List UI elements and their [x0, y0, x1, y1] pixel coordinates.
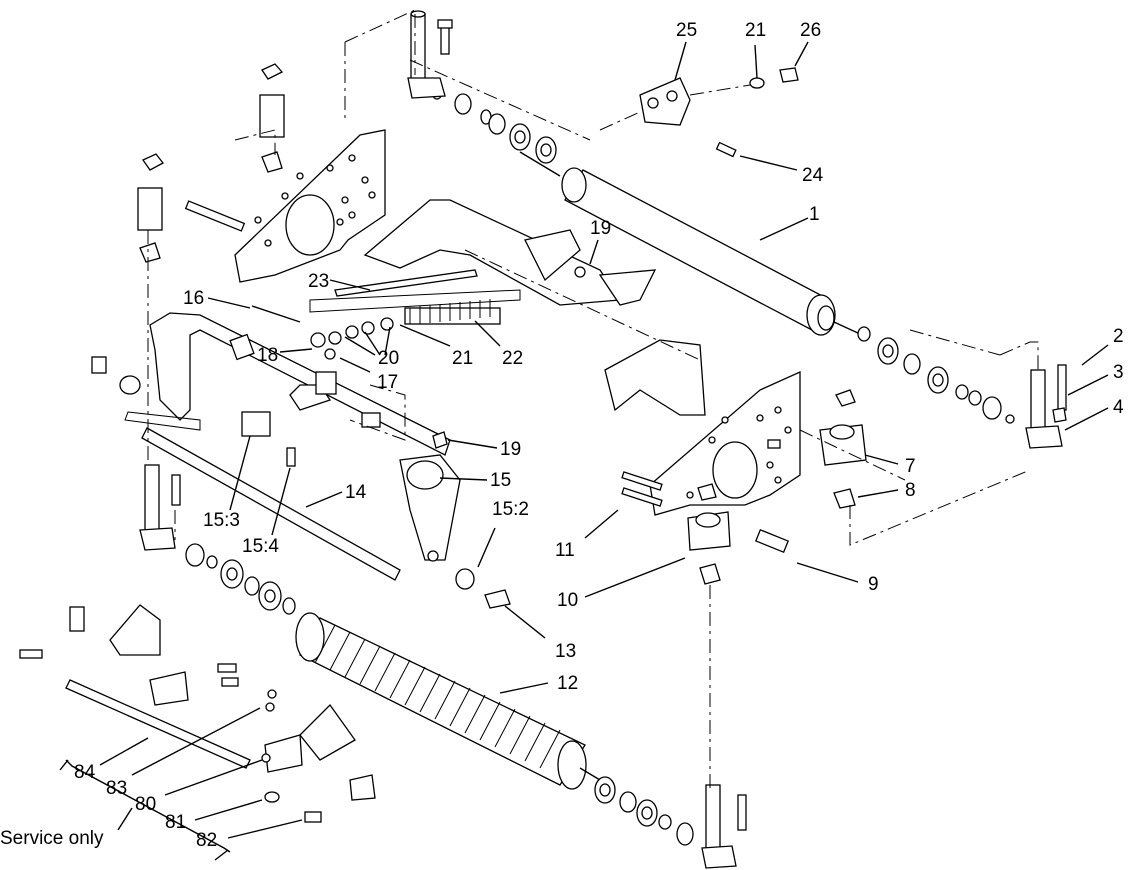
label-22: 22: [502, 348, 523, 369]
service-only-note: Service only: [0, 828, 104, 849]
label-14: 14: [345, 482, 367, 503]
front-roller-right-bearings: [857, 326, 1015, 424]
right-pivot-post: [1025, 364, 1067, 449]
label-12: 12: [557, 673, 578, 694]
shaft-14: [124, 411, 401, 581]
label-16: 16: [183, 288, 204, 309]
service-kit: [19, 604, 376, 823]
label-21-top: 21: [745, 20, 766, 41]
upper-frame: [363, 199, 657, 306]
lower-small-parts: [286, 431, 511, 609]
label-83: 83: [106, 778, 127, 799]
label-19-top: 19: [590, 218, 611, 239]
alignment-lines: [147, 9, 1039, 790]
rear-roller: [295, 612, 601, 790]
label-8: 8: [905, 480, 916, 501]
shaft-23: [309, 269, 521, 313]
label-2: 2: [1113, 326, 1124, 347]
label-15-3: 15:3: [203, 510, 240, 531]
spring-22: [404, 299, 501, 325]
left-lower-pivot-post: [139, 464, 181, 551]
label-19-mid: 19: [500, 439, 521, 460]
label-80: 80: [135, 794, 156, 815]
label-15-4: 15:4: [242, 536, 279, 557]
label-26: 26: [800, 20, 821, 41]
label-4: 4: [1113, 397, 1124, 418]
rear-roller-right-bearings: [594, 776, 694, 846]
upper-left-clamp: [137, 63, 285, 263]
right-side-plate: [649, 370, 801, 516]
front-roller: [519, 151, 861, 336]
label-25: 25: [676, 20, 697, 41]
bracket-25: [639, 67, 799, 158]
label-18: 18: [257, 345, 278, 366]
label-10: 10: [557, 590, 578, 611]
label-3: 3: [1113, 362, 1124, 383]
label-81: 81: [165, 812, 186, 833]
label-1: 1: [809, 204, 820, 225]
right-clamps: [621, 389, 867, 585]
label-15-2: 15:2: [492, 499, 529, 520]
left-side-plate: [234, 129, 386, 283]
label-24: 24: [802, 165, 824, 186]
bottom-right-pivot-post: [701, 784, 747, 869]
label-9: 9: [868, 574, 879, 595]
label-7: 7: [905, 456, 916, 477]
label-23: 23: [308, 271, 329, 292]
roller-bracket: [574, 266, 706, 416]
front-roller-left-bearings: [432, 90, 557, 164]
label-17: 17: [377, 372, 398, 393]
leader-lines: [59, 41, 1109, 861]
label-21-mid: 21: [452, 348, 473, 369]
label-11: 11: [555, 540, 575, 561]
label-84: 84: [74, 762, 96, 783]
label-13: 13: [555, 641, 576, 662]
rear-roller-left-bearings: [185, 543, 296, 615]
small-hardware: [251, 305, 394, 360]
lower-frame-arm: [91, 312, 461, 562]
label-82: 82: [196, 830, 217, 851]
label-15: 15: [490, 470, 511, 491]
callout-labels: 25 21 26 24 1 19 23 16 18 20 21 22 17 19…: [0, 20, 1124, 851]
label-20: 20: [378, 348, 399, 369]
